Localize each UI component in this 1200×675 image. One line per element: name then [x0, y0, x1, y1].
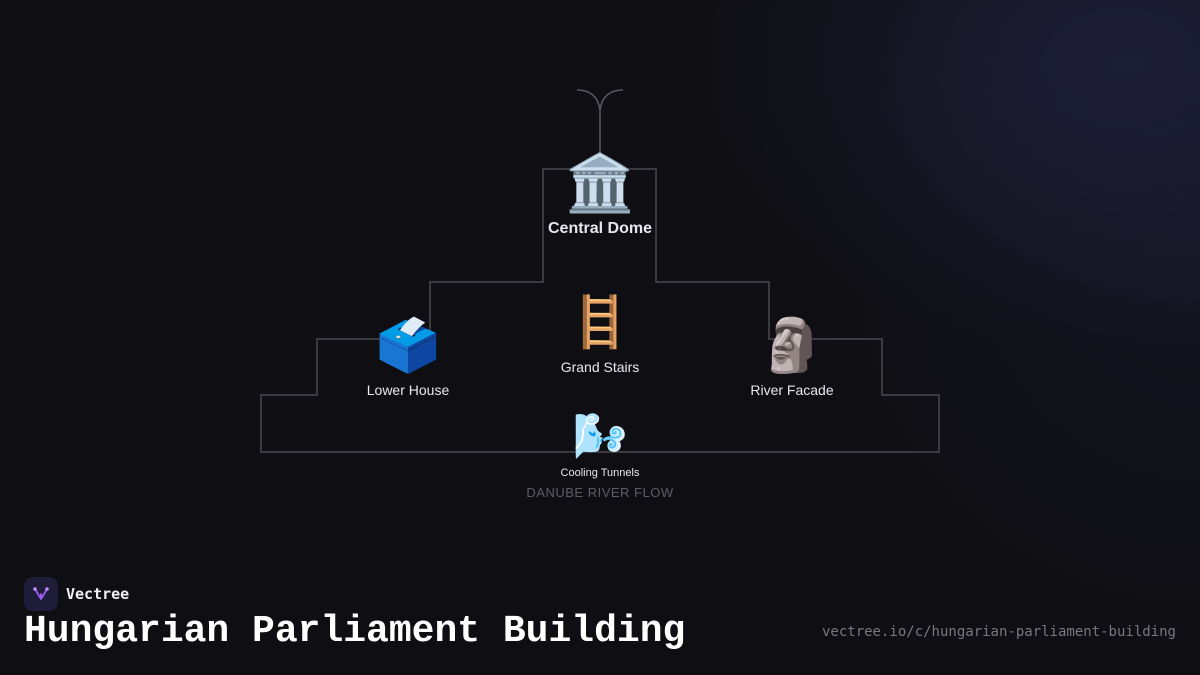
page-url-link[interactable]: vectree.io/c/hungarian-parliament-buildi… [821, 624, 1176, 640]
page-title: Hungarian Parliament Building [24, 610, 686, 653]
vectree-logo-icon [24, 577, 58, 611]
brand-name: Vectree [66, 585, 130, 603]
node-label-grand-stairs: Grand Stairs [560, 359, 640, 375]
brand[interactable]: Vectree [24, 577, 129, 611]
classical-building-icon: 🏛️ [565, 151, 635, 216]
wind-face-icon: 🌬️ [572, 411, 628, 462]
node-grand-stairs[interactable]: 🪜 Grand Stairs [561, 297, 640, 375]
node-label-central-dome: Central Dome [547, 220, 653, 237]
ballot-box-icon: 🗳️ [375, 316, 441, 376]
node-label-lower-house: Lower House [366, 382, 450, 398]
node-label-cooling-tunnels: Cooling Tunnels [560, 467, 640, 479]
node-cooling-tunnels[interactable]: 🌬️ Cooling Tunnels [560, 411, 640, 480]
spire-line [576, 89, 624, 169]
pyramid-outline [260, 168, 940, 453]
node-lower-house[interactable]: 🗳️ Lower House [367, 320, 450, 398]
ladder-icon: 🪜 [568, 293, 632, 351]
node-river-facade[interactable]: 🗿 River Facade [750, 320, 833, 398]
base-label: DANUBE RIVER FLOW [526, 485, 674, 500]
moai-icon: 🗿 [759, 316, 825, 376]
node-central-dome[interactable]: 🏛️ Central Dome [548, 156, 652, 238]
node-label-river-facade: River Facade [750, 382, 834, 398]
